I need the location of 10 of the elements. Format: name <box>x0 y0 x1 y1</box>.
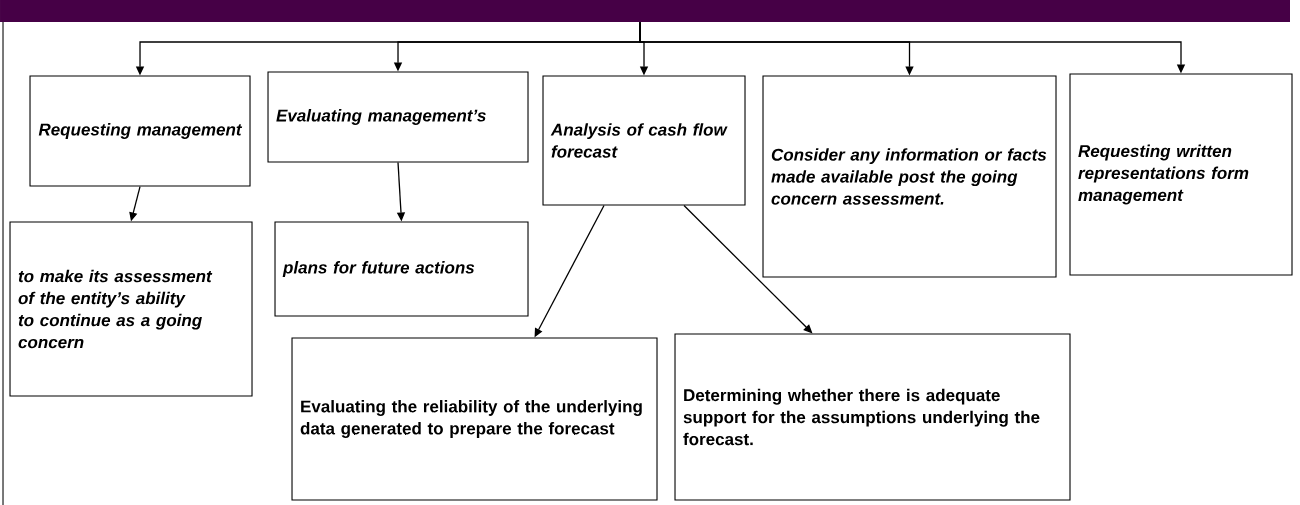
header-bar <box>0 0 1290 22</box>
process-box: Evaluating management’s <box>267 71 529 163</box>
process-box: to make its assessment of the entity’s ability to continue as a going concern <box>9 221 253 397</box>
process-box: Consider any information or facts made available post the going concern assessment. <box>762 75 1057 278</box>
process-box: Determining whether there is adequate support for the assumptions underlying the forecast. <box>674 333 1071 501</box>
process-box: Requesting management <box>29 75 251 187</box>
process-box: Requesting written representations form management <box>1069 73 1293 276</box>
process-box: Analysis of cash flow forecast <box>542 75 746 206</box>
process-box: plans for future actions <box>274 221 529 317</box>
process-box: Evaluating the reliability of the underlying data generated to prepare the forecast <box>291 337 658 501</box>
